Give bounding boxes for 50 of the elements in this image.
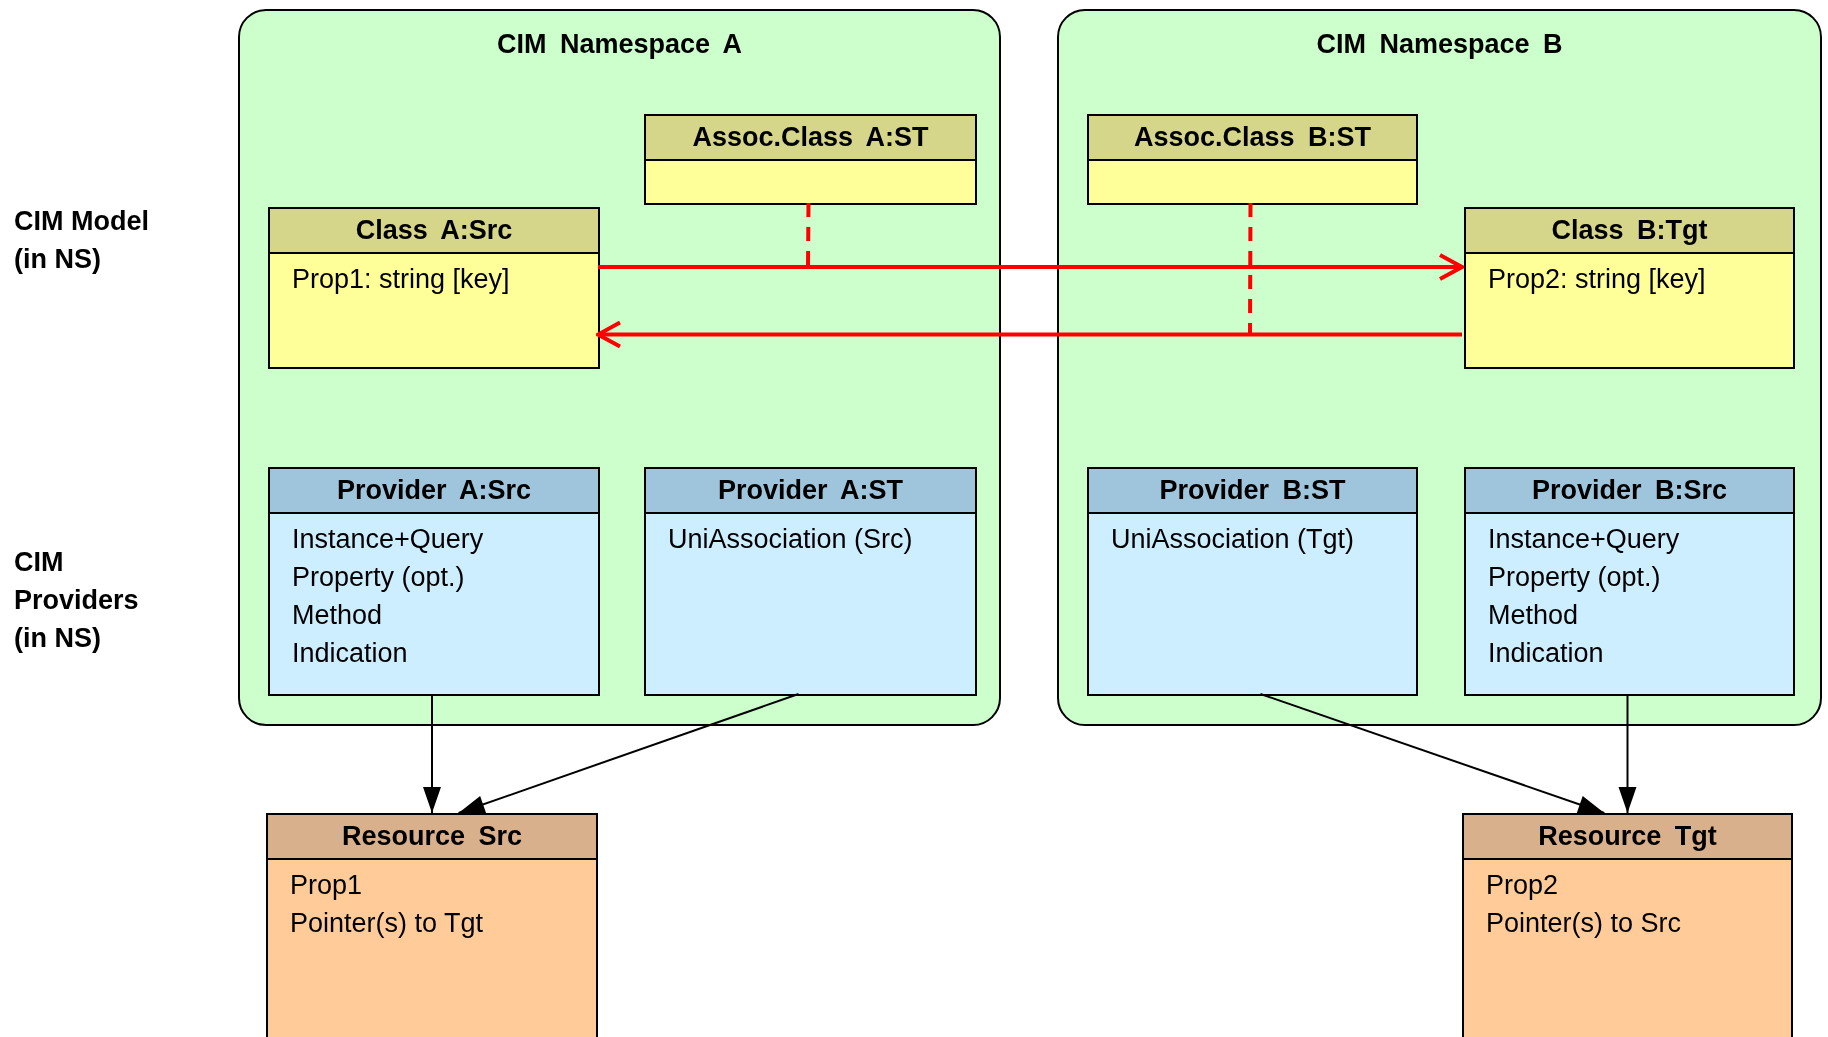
namespace-title: CIM Namespace A bbox=[495, 29, 744, 60]
provider-name: Provider A:ST bbox=[646, 469, 975, 514]
namespace-container bbox=[1057, 9, 1822, 726]
provider-name: Provider B:ST bbox=[1089, 469, 1416, 514]
attribute-text: Property (opt.) bbox=[1488, 561, 1662, 594]
arrow bbox=[1259, 693, 1606, 814]
arrow bbox=[1618, 693, 1637, 814]
attribute-text: Prop1: string [key] bbox=[292, 263, 511, 296]
resource-name: Resource Tgt bbox=[1464, 815, 1791, 860]
row-label: CIM Model (in NS) bbox=[14, 205, 150, 276]
attribute-text: Instance+Query bbox=[1488, 523, 1681, 556]
class-name: Class A:Src bbox=[270, 209, 598, 254]
attribute-text: Prop2: string [key] bbox=[1488, 263, 1707, 296]
arrow bbox=[457, 693, 800, 814]
attribute-text: Method bbox=[292, 599, 384, 632]
attribute-text: UniAssociation (Src) bbox=[668, 523, 914, 556]
attribute-text: Indication bbox=[292, 637, 409, 670]
attribute-text: Prop2 bbox=[1486, 869, 1560, 902]
association-line bbox=[806, 203, 811, 267]
class-box bbox=[1087, 114, 1418, 205]
attribute-text: Pointer(s) to Src bbox=[1486, 907, 1683, 940]
class-name: Assoc.Class B:ST bbox=[1089, 116, 1416, 161]
class-box bbox=[644, 114, 977, 205]
attribute-text: Property (opt.) bbox=[292, 561, 466, 594]
class-box bbox=[1464, 207, 1795, 369]
namespace-title: CIM Namespace B bbox=[1315, 29, 1564, 60]
arrow bbox=[598, 253, 1464, 282]
attribute-text: Indication bbox=[1488, 637, 1605, 670]
attribute-text: Method bbox=[1488, 599, 1580, 632]
association-line bbox=[1248, 203, 1253, 335]
row-label: CIM Providers (in NS) bbox=[14, 546, 140, 655]
resource-box bbox=[1462, 813, 1793, 1037]
resource-name: Resource Src bbox=[268, 815, 596, 860]
attribute-text: Prop1 bbox=[290, 869, 364, 902]
provider-box bbox=[1464, 467, 1795, 696]
namespace-container bbox=[238, 9, 1001, 726]
provider-box bbox=[644, 467, 977, 696]
class-name: Assoc.Class A:ST bbox=[646, 116, 975, 161]
provider-name: Provider B:Src bbox=[1466, 469, 1793, 514]
class-name: Class B:Tgt bbox=[1466, 209, 1793, 254]
class-box bbox=[268, 207, 600, 369]
provider-box bbox=[1087, 467, 1418, 696]
attribute-text: UniAssociation (Tgt) bbox=[1111, 523, 1356, 556]
attribute-text: Instance+Query bbox=[292, 523, 485, 556]
attribute-text: Pointer(s) to Tgt bbox=[290, 907, 485, 940]
resource-box bbox=[266, 813, 598, 1037]
provider-name: Provider A:Src bbox=[270, 469, 598, 514]
provider-box bbox=[268, 467, 600, 696]
arrow bbox=[596, 320, 1462, 349]
arrow bbox=[423, 693, 441, 814]
